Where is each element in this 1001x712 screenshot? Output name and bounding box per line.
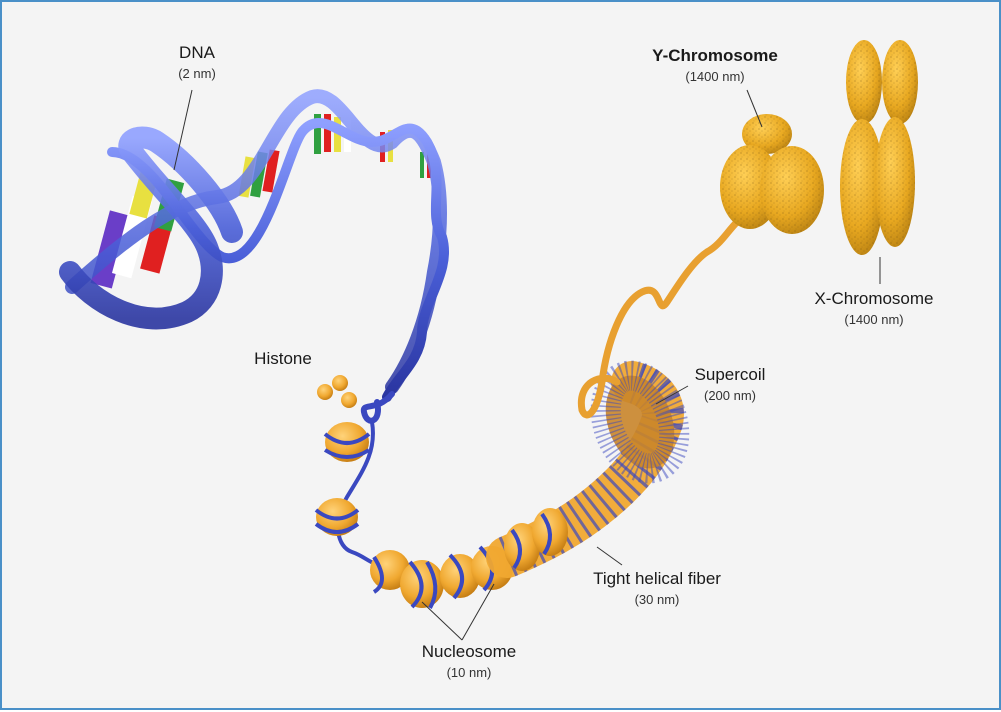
dna-tail bbox=[360, 391, 395, 424]
xchromosome-label: X-Chromosome bbox=[814, 289, 933, 308]
nucleosomes bbox=[314, 422, 513, 609]
dna-strand-front bbox=[107, 118, 449, 402]
label-nucleosome: Nucleosome (10 nm) bbox=[422, 642, 517, 680]
dna-label: DNA bbox=[179, 43, 216, 62]
nucleosome-bead bbox=[440, 553, 480, 600]
fiber-label: Tight helical fiber bbox=[593, 569, 721, 588]
chromatin-strand bbox=[577, 218, 741, 419]
leader-lines bbox=[173, 89, 881, 641]
supercoil-size: (200 nm) bbox=[704, 388, 756, 403]
dna-ribbon-large bbox=[59, 126, 243, 330]
dna-helix bbox=[59, 89, 449, 424]
nucleosome-bead bbox=[323, 422, 371, 462]
nucleosome-bead bbox=[370, 550, 410, 594]
fiber-size: (30 nm) bbox=[635, 592, 680, 607]
ychromosome-size: (1400 nm) bbox=[685, 69, 744, 84]
label-dna: DNA (2 nm) bbox=[178, 43, 216, 81]
label-ychromosome: Y-Chromosome (1400 nm) bbox=[652, 46, 778, 84]
xchromosome-size: (1400 nm) bbox=[844, 312, 903, 327]
x-chromosome bbox=[840, 40, 918, 255]
y-chromosome bbox=[720, 114, 824, 234]
label-xchromosome: X-Chromosome (1400 nm) bbox=[814, 289, 933, 327]
supercoil-label: Supercoil bbox=[695, 365, 766, 384]
nucleosome-label: Nucleosome bbox=[422, 642, 517, 661]
nucleosome-bead bbox=[314, 498, 360, 536]
ychromosome-label: Y-Chromosome bbox=[652, 46, 778, 65]
label-supercoil: Supercoil (200 nm) bbox=[695, 365, 766, 403]
nucleosome-bead bbox=[400, 560, 444, 609]
histone-label: Histone bbox=[254, 349, 312, 368]
nucleosome-size: (10 nm) bbox=[447, 665, 492, 680]
dna-size: (2 nm) bbox=[178, 66, 216, 81]
label-fiber: Tight helical fiber (30 nm) bbox=[593, 569, 721, 607]
label-histone: Histone bbox=[254, 349, 312, 368]
histone-group bbox=[317, 375, 357, 408]
